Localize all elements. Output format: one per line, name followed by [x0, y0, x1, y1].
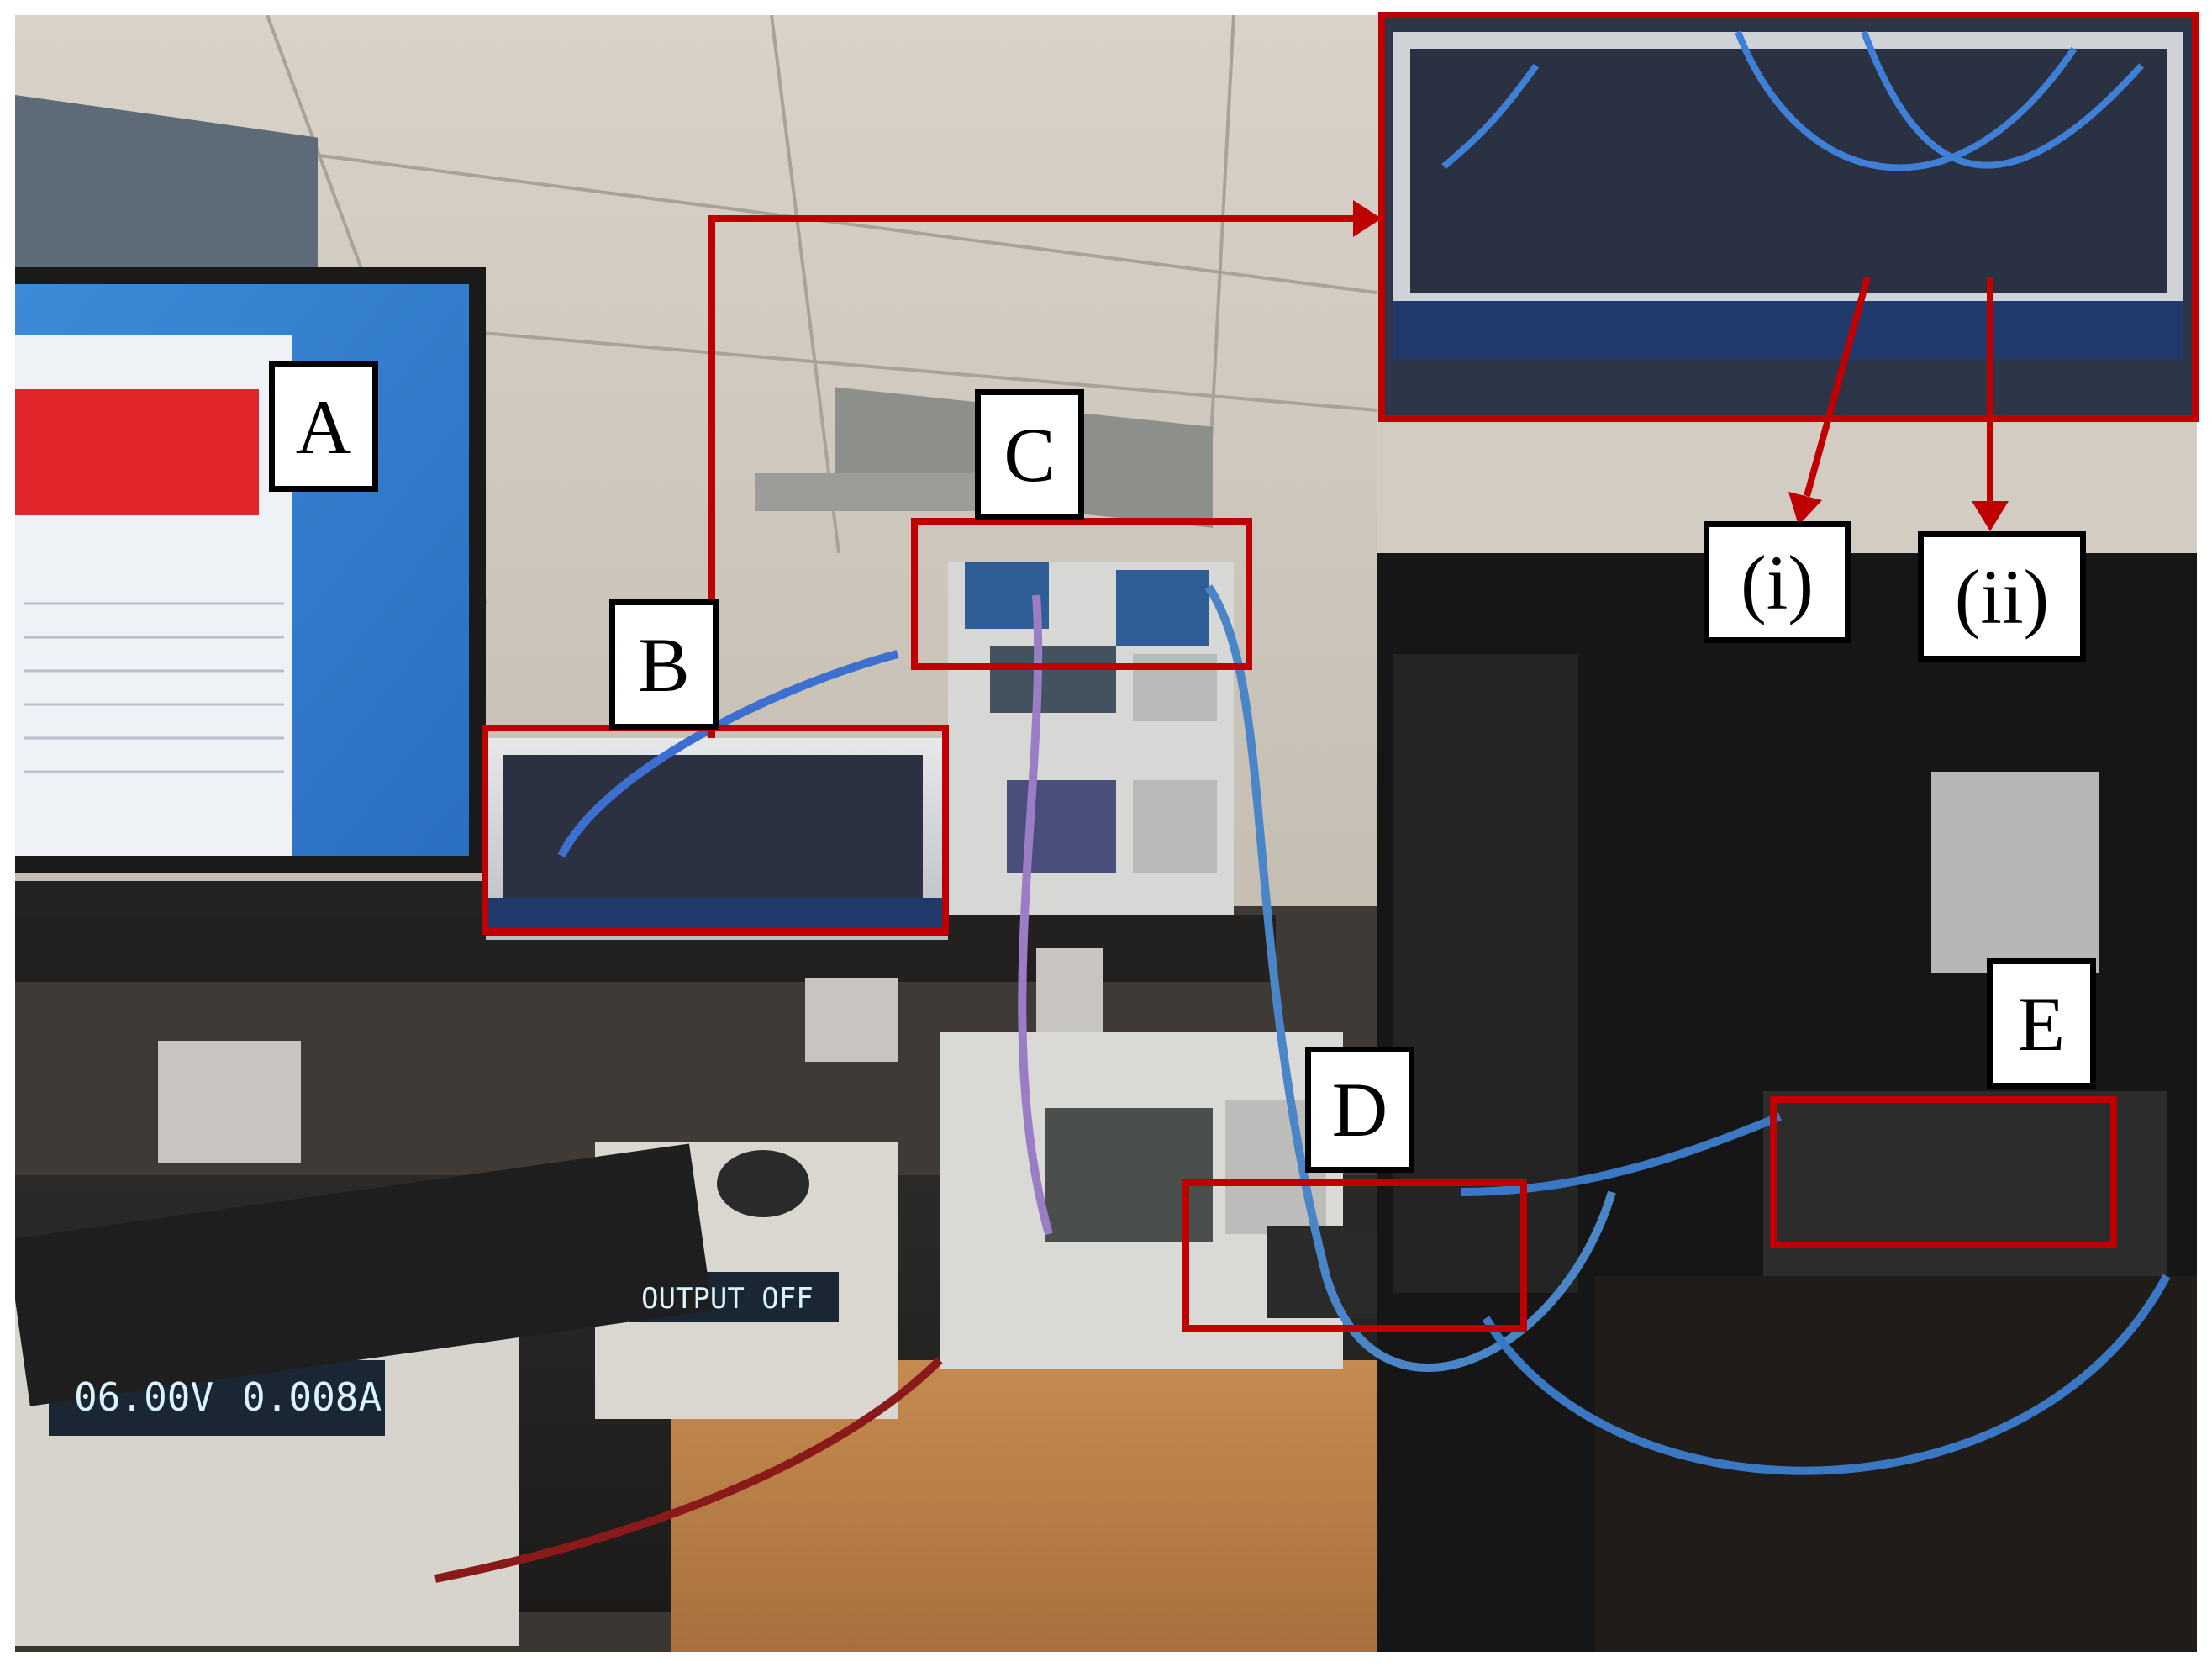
- enclosure-door: [1393, 654, 1578, 1293]
- analyzer-screen: [1045, 1108, 1213, 1242]
- spectrum-plot: [15, 389, 259, 515]
- keyboard: [15, 1143, 713, 1406]
- power-supply-current: 0.008A: [242, 1374, 382, 1420]
- label-d-text: D: [1331, 1067, 1388, 1153]
- microscope-head: [1931, 772, 2099, 973]
- pxi-slots: [503, 755, 923, 898]
- label-d: D: [1305, 1047, 1414, 1173]
- software-table-lines: [24, 602, 284, 773]
- label-e: E: [1987, 958, 2096, 1089]
- outlet-center: [805, 978, 898, 1062]
- generator-display: [990, 646, 1116, 713]
- label-a-text: A: [295, 383, 352, 470]
- second-supply-display: OUTPUT OFF: [641, 1282, 814, 1316]
- pxi-base: [486, 898, 948, 936]
- label-ii: (ii): [1918, 531, 2086, 662]
- outlet-right: [1036, 948, 1103, 1041]
- label-c: C: [975, 389, 1084, 520]
- probe-stage: [1763, 1091, 2167, 1276]
- outlet-left: [158, 1041, 301, 1163]
- label-i: (i): [1704, 521, 1851, 643]
- module-right: [1116, 570, 1209, 646]
- lab-scene: 06.00V 0.008A OUTPUT OFF: [15, 15, 2197, 1652]
- power-supply-voltage: 06.00V: [74, 1374, 213, 1420]
- label-e-text: E: [2017, 980, 2066, 1067]
- label-b: B: [609, 599, 719, 730]
- label-ii-text: (ii): [1954, 553, 2050, 640]
- label-c-text: C: [1003, 411, 1056, 498]
- mouse: [717, 1150, 809, 1217]
- generator-keypad: [1133, 654, 1217, 721]
- analyzer-keypad: [1133, 780, 1217, 873]
- lab-photo: 06.00V 0.008A OUTPUT OFF: [15, 15, 2197, 1652]
- label-a: A: [269, 361, 378, 492]
- ceiling-light-small: [755, 473, 982, 511]
- label-b-text: B: [638, 621, 690, 708]
- analyzer-display: [1007, 780, 1116, 873]
- label-i-text: (i): [1741, 539, 1814, 625]
- inset-base: [1393, 301, 2183, 360]
